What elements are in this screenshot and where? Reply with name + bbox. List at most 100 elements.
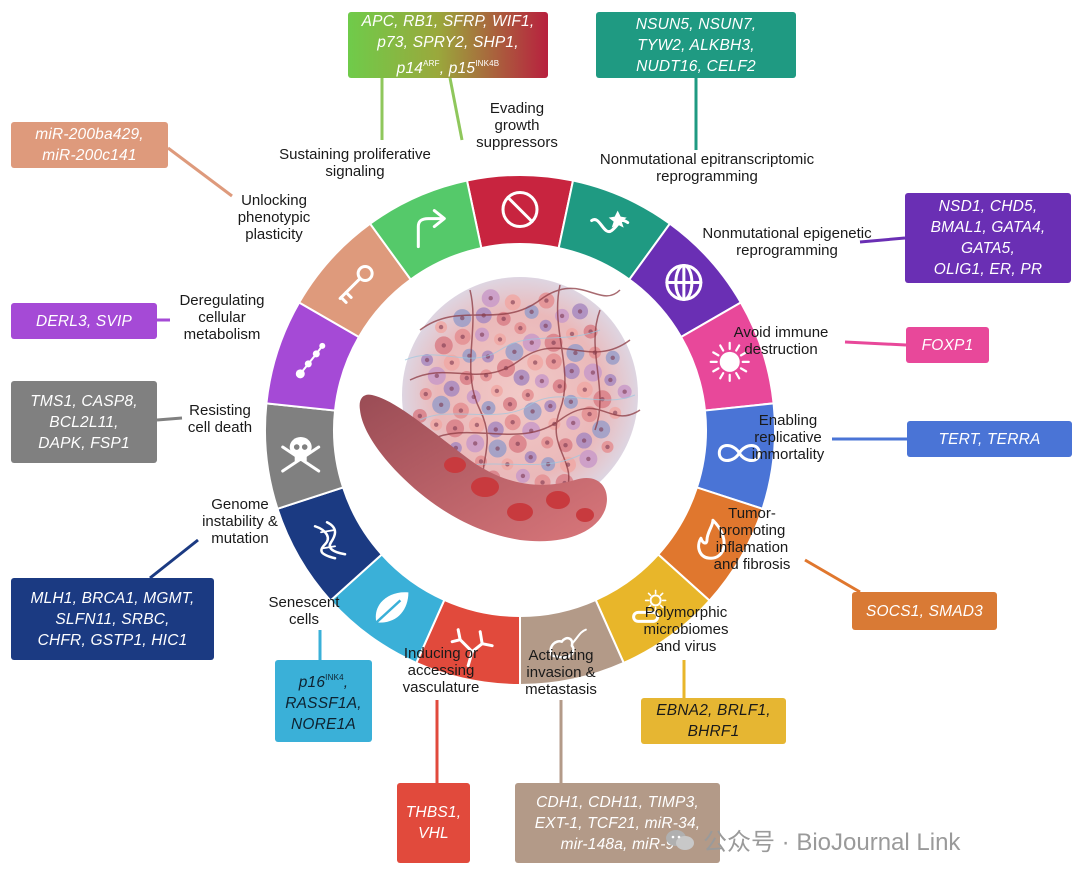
hallmark-label-line: phenotypic <box>237 209 311 226</box>
watermark-text: 公众号 · BioJournal Link <box>703 829 961 856</box>
hallmark-label-line: Sustaining proliferative <box>279 146 431 163</box>
gene-text: MLH1, BRCA1, MGMT, <box>30 589 195 607</box>
leader-lines <box>149 77 907 783</box>
gene-line: miR-200c141 <box>42 145 136 166</box>
gene-line: p16INK4, <box>299 667 349 693</box>
gene-box-senescent: p16INK4,RASSF1A,NORE1A <box>275 660 372 742</box>
migrating-cell-icon <box>549 628 587 659</box>
hallmark-label-line: destruction <box>744 341 818 358</box>
leader-line-genome <box>149 538 199 580</box>
gene-text: GATA5, <box>960 240 1016 257</box>
gene-text: FOXP1 <box>921 336 974 354</box>
gene-line: APC, RB1, SFRP, WIF1, <box>362 11 535 32</box>
gene-box-vasculature: THBS1,VHL <box>397 783 470 863</box>
gene-line: NUDT16, CELF2 <box>636 56 756 77</box>
hallmark-label-line: reprogramming <box>656 168 758 185</box>
watermark: 公众号 · BioJournal Link <box>665 822 960 857</box>
gene-line: BHRF1 <box>688 721 740 742</box>
gene-text: OLIG1, ER, PR <box>933 261 1043 278</box>
gene-text: , <box>343 674 349 691</box>
dna-histone-icon <box>665 263 703 301</box>
gene-line: OLIG1, ER, PR <box>934 259 1043 280</box>
gene-line: p14ARF, p15INK4B <box>397 53 500 79</box>
hallmark-label-line: invasion & <box>526 664 596 681</box>
gene-text: CDH1, CDH11, TIMP3, <box>536 793 699 811</box>
hallmark-label-line: Activating <box>528 647 594 664</box>
hallmark-label-line: Deregulating <box>179 292 265 309</box>
rna-modification-icon <box>590 210 630 234</box>
gene-text: BCL2L11, <box>49 413 119 431</box>
no-entry-icon <box>501 191 539 228</box>
hallmark-label-line: cells <box>288 611 319 628</box>
gene-box-immortality: TERT, TERRA <box>907 421 1072 457</box>
gene-line: BCL2L11, <box>49 412 118 433</box>
hallmark-label-line: cellular <box>198 309 246 326</box>
gene-box-microbiomes: EBNA2, BRLF1, BHRF1 <box>641 698 786 744</box>
gene-text: THBS1, <box>405 804 462 821</box>
gene-line: EXT-1, TCF21, miR-34, <box>535 813 701 834</box>
gene-box-inflammation: SOCS1, SMAD3 <box>852 592 997 630</box>
gene-line: NSD1, CHD5, <box>939 196 1038 217</box>
gene-text: DERL3, SVIP <box>35 312 133 330</box>
gene-line: CHFR, GSTP1, HIC1 <box>38 630 188 651</box>
dna-helix-icon <box>313 521 347 560</box>
ring-segments <box>264 174 776 687</box>
wechat-icon <box>666 829 694 850</box>
molecule-icon <box>295 342 326 379</box>
hallmark-label-line: and fibrosis <box>713 556 791 573</box>
immune-cell-icon <box>709 341 750 382</box>
gene-text: TYW2, ALKBH3, <box>637 36 755 54</box>
gene-text: DAPK, FSP1 <box>38 434 130 452</box>
hallmark-label-line: plasticity <box>245 226 303 243</box>
gene-line: SOCS1, SMAD3 <box>866 601 983 622</box>
gene-text: miR-200c141 <box>42 147 137 164</box>
gene-line: GATA5, <box>961 238 1015 259</box>
gene-text: CHFR, GSTP1, HIC1 <box>37 631 188 649</box>
hallmark-label-line: reprogramming <box>736 242 838 259</box>
gene-text: p14 <box>396 60 424 77</box>
gene-line: miR-200ba429, <box>35 124 144 145</box>
gene-line: NSUN5, NSUN7, <box>636 14 757 35</box>
hallmark-label-line: metabolism <box>183 326 261 343</box>
hallmark-label-line: mutation <box>211 530 269 547</box>
gene-text: EBNA2, BRLF1, <box>656 702 771 719</box>
hallmark-label-line: Tumor- <box>728 505 776 522</box>
gene-box-invasion: CDH1, CDH11, TIMP3, EXT-1, TCF21, miR-34,… <box>515 783 720 863</box>
gene-text: NUDT16, CELF2 <box>636 57 756 75</box>
gene-line: DAPK, FSP1 <box>38 433 130 454</box>
gene-line: SLFN11, SRBC, <box>55 609 169 630</box>
hallmark-label-line: replicative <box>754 429 822 446</box>
hallmark-label-line: suppressors <box>476 134 558 151</box>
leader-line-epigenetic <box>859 236 906 244</box>
gene-box-epitranscriptomic: NSUN5, NSUN7,TYW2, ALKBH3, NUDT16, CELF2 <box>596 12 796 78</box>
gene-box-death: TMS1, CASP8,BCL2L11,DAPK, FSP1 <box>11 381 157 463</box>
hallmark-label-line: instability & <box>202 513 278 530</box>
hallmark-label-line: accessing <box>407 662 475 679</box>
hallmark-label-line: cell death <box>187 419 253 436</box>
hallmark-label-line: Unlocking <box>241 192 307 209</box>
hallmark-label-line: Nonmutational epitranscriptomic <box>599 151 815 168</box>
gene-text: BMAL1, GATA4, <box>930 219 1046 236</box>
arrow-turn-icon <box>416 209 446 249</box>
gene-box-plasticity: miR-200ba429, miR-200c141 <box>11 122 168 168</box>
microbe-icon <box>632 589 667 623</box>
hallmark-label-line: Nonmutational epigenetic <box>702 225 872 242</box>
hallmark-label-line: microbiomes <box>643 621 729 638</box>
leader-line-evading <box>448 77 464 141</box>
leader-line-inflammation <box>804 558 861 594</box>
gene-box-metabolism: DERL3, SVIP <box>11 303 157 339</box>
hallmark-label-line: Enabling <box>758 412 818 429</box>
gene-line: TERT, TERRA <box>938 429 1040 450</box>
hallmark-label-line: promoting <box>718 522 786 539</box>
